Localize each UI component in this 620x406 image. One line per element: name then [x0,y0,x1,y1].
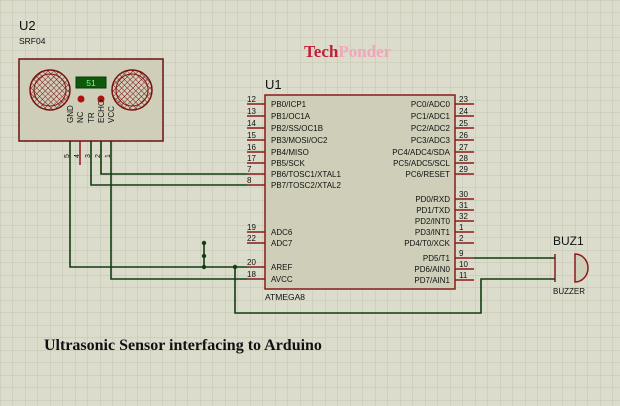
mcu-pin-number: 28 [459,154,468,163]
mcu-pin-name: PD7/AIN1 [414,276,450,285]
mcu-pin-number: 13 [247,107,256,116]
mcu-pin-name: PC4/ADC4/SDA [392,148,450,157]
watermark: TechPonder [304,42,392,61]
sensor-pin-name: VCC [107,106,116,123]
mcu-pin-name: PD3/INT1 [415,228,451,237]
mcu-pin-number: 7 [247,165,252,174]
mcu-pin-number: 19 [247,223,256,232]
mcu-pin-number: 18 [247,270,256,279]
mcu-pin-name: PD6/AIN0 [414,265,450,274]
wires [69,141,555,314]
mcu-pin-name: PB6/TOSC1/XTAL1 [271,170,342,179]
mcu-pin-name: AREF [271,263,292,272]
mcu-pin-name: PB0/ICP1 [271,100,307,109]
mcu-pin-name: PB7/TOSC2/XTAL2 [271,181,342,190]
junction-dot [201,253,207,259]
mcu-pin-name: PD2/INT0 [415,217,451,226]
mcu-pin-number: 15 [247,131,256,140]
sensor-pin-number: 2 [95,154,102,158]
sensor-pin-number: 5 [64,154,71,158]
mcu-pin-number: 30 [459,190,468,199]
mcu-pin-number: 20 [247,258,256,267]
mcu-pin-number: 14 [247,119,256,128]
caption: Ultrasonic Sensor interfacing to Arduino [44,337,322,354]
mcu-pin-number: 11 [459,271,468,280]
mcu-pin-number: 8 [247,176,252,185]
wire-gnd-aref [69,141,247,268]
transducer-left-icon [29,69,71,111]
mcu-pin-name: PB4/MISO [271,148,309,157]
led-right-icon [97,95,105,103]
mcu-pin-name: PC2/ADC2 [411,124,451,133]
mcu-model: ATMEGA8 [265,292,305,302]
mcu-pin-number: 27 [459,143,468,152]
junction-dot [232,264,238,270]
junction-dot [201,240,207,246]
sensor-ref: U2 [19,18,36,33]
mcu-pin-name: PD4/T0/XCK [404,239,450,248]
wire-vcc-avcc [110,141,247,280]
buzzer-ref: BUZ1 [553,234,584,248]
mcu-pin-number: 26 [459,131,468,140]
mcu-pin-name: PB5/SCK [271,159,305,168]
mcu-pin-number: 24 [459,107,468,116]
transducer-right-icon [111,69,153,111]
mcu-pin-name: PC1/ADC1 [411,112,451,121]
mcu-pin-name: PD5/T1 [423,254,451,263]
mcu-pin-number: 10 [459,260,468,269]
mcu-pin-number: 23 [459,95,468,104]
wire-buzzer-gnd [234,267,555,314]
sensor-pin-number: 4 [74,154,81,158]
distance-display [75,76,107,89]
mcu-pin-name: ADC7 [271,239,293,248]
mcu-pin-number: 9 [459,249,464,258]
mcu-pin-number: 2 [459,234,464,243]
mcu-pin-name: PD0/RXD [415,195,450,204]
atmega8-chip[interactable] [264,94,456,290]
display-value: 51 [86,78,96,88]
mcu-pin-name: PD1/TXD [416,206,450,215]
mcu-pin-name: PC5/ADC5/SCL [393,159,450,168]
led-left-icon [77,95,85,103]
mcu-pin-number: 12 [247,95,256,104]
sensor-pin-name: TR [87,112,96,123]
mcu-pin-number: 1 [459,223,464,232]
wire-tr-pb7 [90,141,247,186]
mcu-pin-name: AVCC [271,275,293,284]
ultrasonic-sensor[interactable]: 51 [18,58,164,142]
mcu-pin-name: PC6/RESET [406,170,451,179]
mcu-pin-number: 16 [247,143,256,152]
junction-dot [201,264,207,270]
sensor-pin-name: NC [76,111,85,123]
sensor-pin-name: ECHO [97,100,106,123]
mcu-pin-name: PB1/OC1A [271,112,311,121]
mcu-pin-name: PC3/ADC3 [411,136,451,145]
mcu-pin-name: PC0/ADC0 [411,100,451,109]
buzzer-icon[interactable] [574,253,589,283]
buzzer-model: BUZZER [553,287,585,296]
mcu-pin-number: 25 [459,119,468,128]
mcu-pin-number: 32 [459,212,468,221]
sensor-pin-name: GND [66,105,75,123]
mcu-pin-number: 17 [247,154,256,163]
sensor-pin-number: 1 [105,154,112,158]
mcu-pin-name: PB2/SS/OC1B [271,124,323,133]
sensor-pin-number: 3 [85,154,92,158]
wire-echo-pb6 [100,141,247,175]
mcu-ref: U1 [265,77,282,92]
mcu-pin-name: ADC6 [271,228,293,237]
mcu-pin-number: 29 [459,165,468,174]
mcu-pin-name: PB3/MOSI/OC2 [271,136,328,145]
sensor-model: SRF04 [19,36,46,46]
mcu-pin-number: 22 [247,234,256,243]
mcu-pin-number: 31 [459,201,468,210]
